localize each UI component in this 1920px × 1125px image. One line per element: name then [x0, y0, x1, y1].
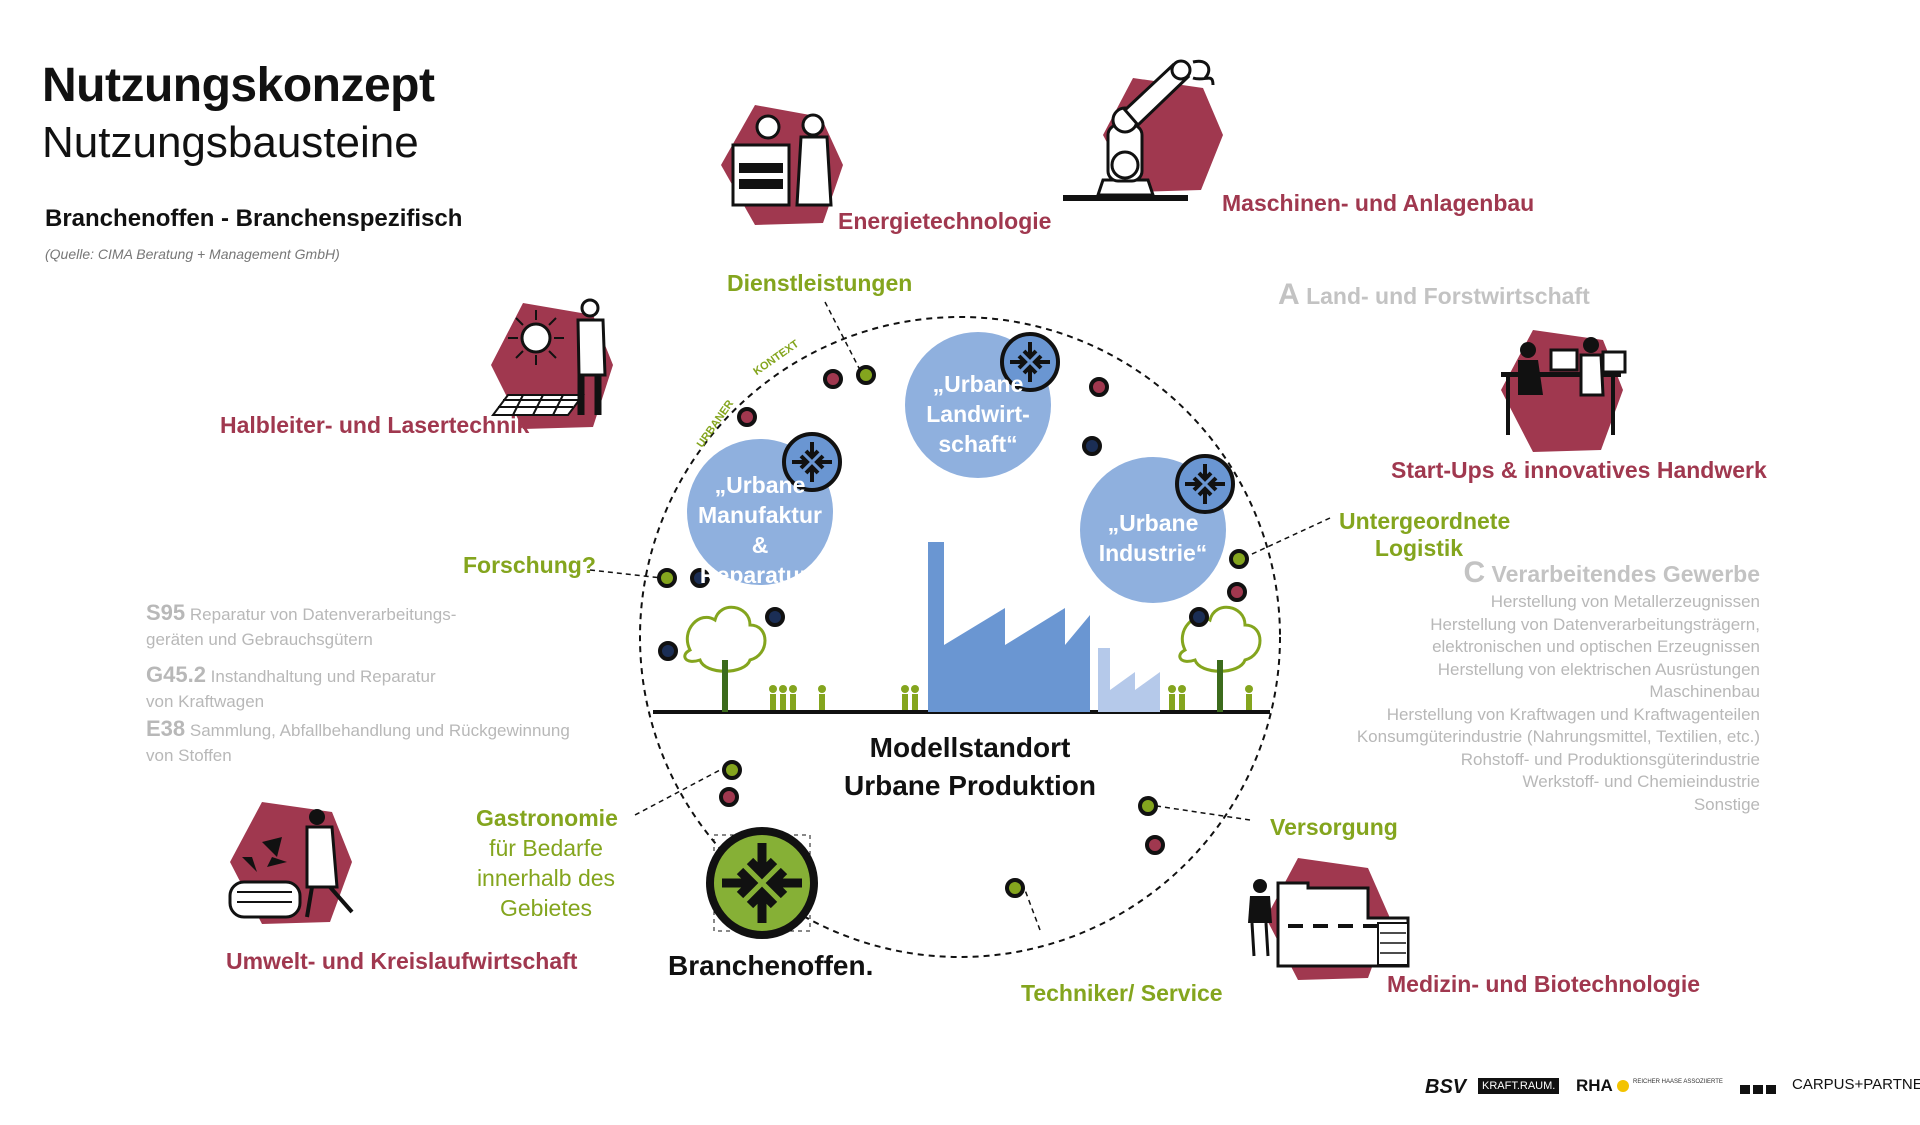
label-maschinenbau: Maschinen- und Anlagenbau	[1222, 190, 1535, 216]
energie-hexagon-icon	[721, 105, 843, 225]
site-circle	[639, 316, 1281, 958]
list-item: Herstellung von elektrischen Ausrüstunge…	[1437, 659, 1760, 679]
category-a: A Land- und Forstwirtschaft	[1278, 278, 1590, 311]
halbleiter-hexagon-icon	[491, 298, 613, 429]
medizin-hexagon-icon	[1248, 858, 1410, 980]
marker-dot	[1189, 607, 1209, 627]
list-item: Maschinenbau	[1649, 682, 1760, 701]
list-item: Herstellung von Metallerzeugnissen	[1490, 592, 1760, 611]
label-techniker: Techniker/ Service	[1021, 980, 1223, 1006]
inward-arrows-icon	[1175, 454, 1235, 514]
startup-hexagon-icon	[1501, 330, 1627, 452]
marker-dot	[1227, 582, 1247, 602]
marker-dot	[1082, 436, 1102, 456]
logo-rha-sub: REICHER HAASE ASSOZIIERTE	[1633, 1079, 1723, 1085]
category-c: C Verarbeitendes Gewerbe	[1463, 556, 1760, 589]
marker-dot	[657, 568, 677, 588]
logo-bsv: BSV	[1425, 1076, 1467, 1098]
label-medizin: Medizin- und Biotechnologie	[1387, 971, 1701, 997]
umwelt-hexagon-icon	[228, 802, 354, 924]
branchenoffen-label: Branchenoffen.	[668, 950, 874, 981]
factory-icon	[928, 542, 1090, 712]
marker-dot	[856, 365, 876, 385]
code-s95: S95 Reparatur von Datenverarbeitungs-ger…	[146, 600, 457, 649]
source-note: (Quelle: CIMA Beratung + Management GmbH…	[45, 246, 340, 262]
marker-dot	[1089, 377, 1109, 397]
logo-kraftraum: KRAFT.RAUM.	[1478, 1078, 1560, 1094]
center-title-line2: Urbane Produktion	[843, 770, 1096, 801]
logo-carpus-mark-icon	[1740, 1081, 1776, 1098]
category-c-list: Herstellung von Metallerzeugnissen Herst…	[1357, 591, 1760, 816]
marker-dot	[658, 641, 678, 661]
marker-dot	[1229, 549, 1249, 569]
people-icon	[769, 685, 1253, 710]
label-versorgung: Versorgung	[1270, 814, 1398, 840]
label-gastronomie: Gastronomie für Bedarfe innerhalb des Ge…	[476, 805, 618, 921]
logo-rha: RHA	[1576, 1076, 1629, 1096]
marker-dot	[765, 607, 785, 627]
center-title-line1: Modellstandort	[869, 732, 1071, 763]
marker-dot	[737, 407, 757, 427]
factory-small-icon	[1098, 648, 1160, 712]
list-item: Herstellung von Kraftwagen und Kraftwage…	[1386, 704, 1760, 724]
label-umwelt: Umwelt- und Kreislaufwirtschaft	[226, 948, 578, 974]
inward-arrows-icon	[1000, 332, 1060, 392]
leader-lines	[589, 301, 1331, 931]
code-e38: E38 Sammlung, Abfallbehandlung und Rückg…	[146, 716, 570, 765]
label-halbleiter: Halbleiter- und Lasertechnik	[220, 412, 530, 438]
label-dienstleistungen: Dienstleistungen	[727, 270, 913, 296]
list-item: Werkstoff- und Chemieindustrie	[1522, 772, 1760, 791]
branch-line: Branchenoffen - Branchenspezifisch	[45, 205, 463, 232]
page-subtitle: Nutzungsbausteine	[42, 118, 419, 167]
marker-dot	[1005, 878, 1025, 898]
marker-dot	[1145, 835, 1165, 855]
tree-icon	[683, 605, 767, 712]
list-item: Sonstige	[1693, 794, 1760, 814]
list-item: Rohstoff- und Produktionsgüterindustrie	[1460, 749, 1760, 769]
inward-arrows-icon	[782, 432, 842, 492]
marker-dot	[722, 760, 742, 780]
list-item: Konsumgüterindustrie (Nahrungsmittel, Te…	[1356, 727, 1760, 746]
list-item: Herstellung von Datenverarbeitungsträger…	[1430, 614, 1760, 634]
marker-dot	[719, 787, 739, 807]
branchenoffen-badge-icon	[706, 827, 818, 939]
list-item: elektronischen und optischen Erzeugnisse…	[1432, 637, 1760, 656]
marker-dot	[690, 568, 710, 588]
roboter-hexagon-icon	[1063, 59, 1223, 201]
label-startups: Start-Ups & innovatives Handwerk	[1391, 457, 1767, 483]
label-energietechnologie: Energietechnologie	[838, 208, 1052, 234]
marker-dot	[823, 369, 843, 389]
logo-carpus: CARPUS+PARTNER	[1792, 1076, 1920, 1093]
label-forschung: Forschung?	[463, 552, 596, 578]
page-title: Nutzungskonzept	[42, 59, 435, 112]
marker-dot	[1138, 796, 1158, 816]
